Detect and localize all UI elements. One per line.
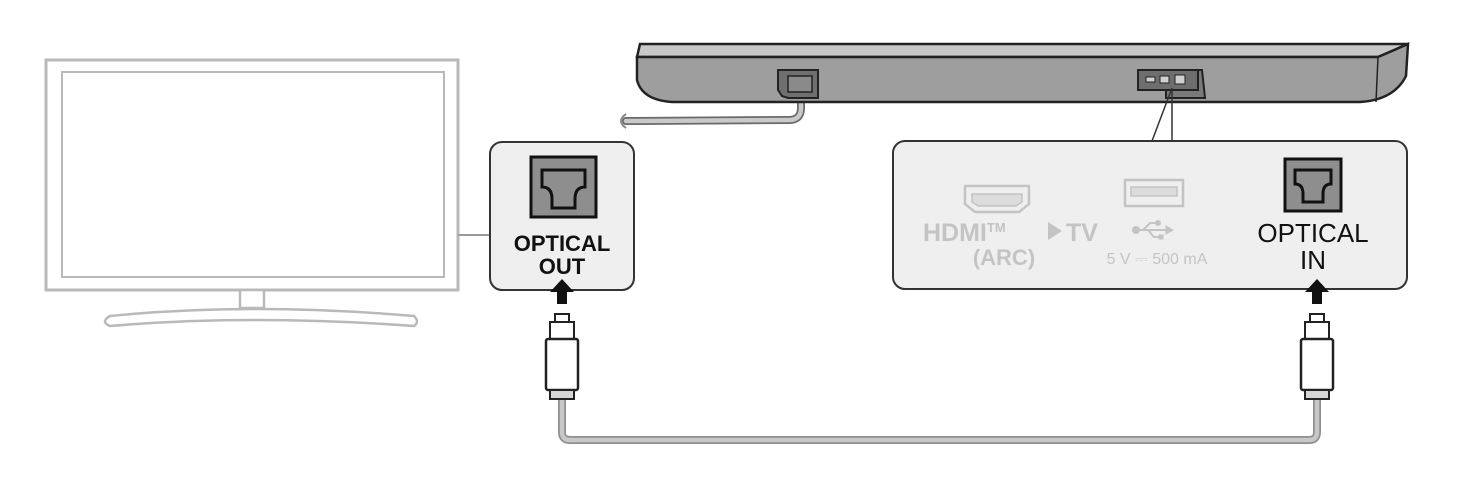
optical-in-label-line2: IN [1300, 245, 1326, 275]
optical-out-label-line1: OPTICAL [514, 231, 611, 256]
tv-optical-out-panel: OPTICAL OUT [489, 141, 635, 291]
arrow-up-icon [1305, 279, 1329, 304]
optical-cable [558, 398, 1321, 444]
optical-out-port-icon[interactable] [529, 155, 598, 219]
hdmi-label: HDMITM [923, 219, 1006, 247]
optical-in-label-line1: OPTICAL [1257, 218, 1368, 248]
tv-neck [238, 288, 266, 310]
arrow-right-icon [1048, 222, 1062, 240]
usb-rating-label: 5 V ⎓ 500 mA [1107, 251, 1208, 268]
soundbar-port-panel [892, 140, 1408, 290]
optical-in-port-icon[interactable] [1283, 157, 1343, 213]
soundbar-callout-line [1151, 87, 1173, 142]
hdmi-target-label: TV [1066, 219, 1098, 247]
soundbar [620, 42, 1410, 142]
optical-plug-left[interactable] [544, 279, 580, 400]
soundbar-body [635, 42, 1410, 104]
tv [44, 58, 490, 328]
optical-out-label-line2: OUT [539, 254, 586, 279]
usb-icon [1132, 220, 1175, 240]
tv-stand [103, 307, 419, 328]
arrow-up-icon [550, 279, 574, 304]
usb-port-icon [1123, 178, 1185, 208]
hdmi-port-icon [963, 184, 1031, 214]
soundbar-top [635, 42, 1409, 59]
soundbar-input-panel: HDMITM TV (ARC) 5 V ⎓ 500 mA OPTICAL IN [892, 140, 1408, 290]
tv-screen [61, 71, 445, 278]
cable-line [558, 398, 1321, 444]
optical-plug-right[interactable] [1299, 279, 1335, 400]
power-cord-end [620, 113, 627, 129]
hdmi-arc-label: (ARC) [973, 245, 1035, 270]
